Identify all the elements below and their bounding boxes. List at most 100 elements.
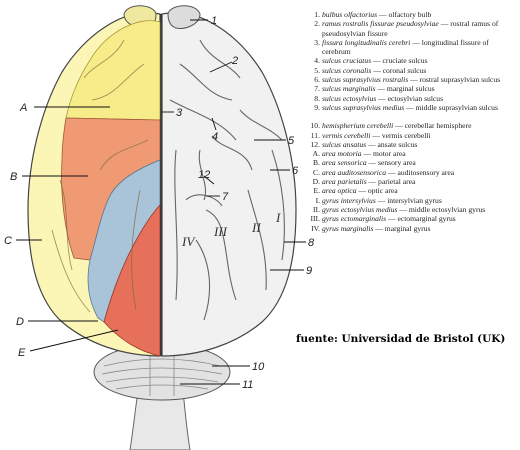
legend-description: — marginal gyrus <box>373 223 431 233</box>
label-3: 3 <box>176 107 183 119</box>
label-1: 1 <box>211 15 217 27</box>
right-sulci <box>169 39 285 321</box>
label-b: B <box>10 171 17 183</box>
legend-entry: 12.sulcus ansatus — ansate sulcus <box>306 140 518 149</box>
legend-entry: 4.sulcus cruciatus — cruciate sulcus <box>306 56 518 65</box>
legend-key: IV. <box>311 223 320 233</box>
legend-term: area sensorica <box>322 158 367 168</box>
legend-entry: 8.sulcus ectosylvius — ectosylvian sulcu… <box>306 94 518 103</box>
legend-term: fissura longitudinalis cerebri <box>322 37 411 47</box>
legend-term: gyrus intersylvius <box>322 195 376 205</box>
legend-entry: A.area motoria — motor area <box>306 149 518 158</box>
label-2: 2 <box>231 55 238 67</box>
legend-description: — longitudinal fissure of cerebrum <box>322 37 489 57</box>
legend-description: — ectosylvian sulcus <box>376 93 444 103</box>
legend-key: 8. <box>314 93 320 103</box>
legend-key: 3. <box>314 37 320 47</box>
legend-description: — optic area <box>356 186 398 196</box>
olfactory-bulb <box>167 5 201 29</box>
label-10: 10 <box>252 361 265 373</box>
legend-term: sulcus suprasylvius rostralis <box>322 75 409 85</box>
legend-description: — parietal area <box>366 177 416 187</box>
legend-description: — vermis cerebelli <box>370 130 431 140</box>
legend-description: — middle ectosylvian gyrus <box>397 204 486 214</box>
legend-description: — rostral suprasylvian sulcus <box>408 75 501 85</box>
label-a: A <box>19 102 27 114</box>
legend-description: — middle suprasylvian sulcus <box>404 102 498 112</box>
legend-term: area auditosensorica <box>322 167 387 177</box>
legend-entry: I.gyrus intersylvius — intersylvian gyru… <box>306 196 518 205</box>
legend-term: area parietalis <box>322 177 367 187</box>
legend-term: gyrus ectosylvius medius <box>322 204 398 214</box>
legend-entry: D.area parietalis — parietal area <box>306 177 518 186</box>
legend-entry: C.area auditosensorica — auditosensory a… <box>306 168 518 177</box>
legend-entry: 3.fissura longitudinalis cerebri — longi… <box>306 38 518 57</box>
legend-entry: 11.vermis cerebelli — vermis cerebelli <box>306 131 518 140</box>
legend-description: — motor area <box>361 149 406 159</box>
legend-key: III. <box>310 214 321 224</box>
legend-description: — ectomarginal gyrus <box>386 214 456 224</box>
legend-term: gyrus ectomarginalis <box>322 214 387 224</box>
legend-description: — intersylvian gyrus <box>375 195 442 205</box>
legend-key: 9. <box>314 102 320 112</box>
legend-description: — auditosensory area <box>386 167 455 177</box>
legend-entry: 10.hemispherium cerebelli — cerebellar h… <box>306 121 518 130</box>
legend-term: ramus rostralis fissurae pseudosylviae <box>322 19 439 29</box>
legend-term: sulcus suprasylvius medius <box>322 102 405 112</box>
gyrus-label-iii: III <box>213 224 228 239</box>
cerebellum <box>93 343 231 401</box>
legend-term: hemispherium cerebelli <box>322 121 394 131</box>
legend-entry: IV.gyrus marginalis — marginal gyrus <box>306 224 518 233</box>
left-sulci <box>51 39 149 313</box>
legend-key: II. <box>313 204 320 214</box>
legend-entry: 1.bulbus olfactorius — olfactory bulb <box>306 10 518 19</box>
label-c: C <box>4 235 12 247</box>
legend-term: area motoria <box>322 149 362 159</box>
legend-entry: 2.ramus rostralis fissurae pseudosylviae… <box>306 19 518 38</box>
label-11: 11 <box>242 379 253 391</box>
legend-key: 11. <box>310 130 320 140</box>
legend-key: 12. <box>310 139 321 149</box>
label-7: 7 <box>222 191 229 203</box>
legend-group-areas: 10.hemispherium cerebelli — cerebellar h… <box>306 121 518 233</box>
legend-entry: 6.sulcus suprasylvius rostralis — rostra… <box>306 75 518 84</box>
legend-key: C. <box>313 167 320 177</box>
legend-entry: 5.sulcus coronalis — coronal sulcus <box>306 66 518 75</box>
legend-entry: 7.sulcus marginalis — marginal sulcus <box>306 84 518 93</box>
legend-key: 7. <box>314 84 320 94</box>
legend-entry: E.area optica — optic area <box>306 186 518 195</box>
legend-entry: B.area sensorica — sensory area <box>306 158 518 167</box>
label-4: 4 <box>212 131 218 143</box>
legend-key: I. <box>315 195 320 205</box>
legend-key: A. <box>312 149 320 159</box>
legend-description: — rostral ramus of pseudosylvian fissure <box>322 19 499 38</box>
right-callouts: 1 2 3 4 5 6 7 8 9 10 11 12 <box>162 15 315 391</box>
legend-term: area optica <box>322 186 357 196</box>
legend-description: — cerebellar hemisphere <box>393 121 472 131</box>
right-hemisphere <box>161 12 297 357</box>
label-d: D <box>16 316 24 328</box>
gyrus-label-ii: II <box>251 220 261 235</box>
legend-term: sulcus ectosylvius <box>322 93 377 103</box>
legend-key: 2. <box>314 19 320 29</box>
label-12: 12 <box>198 169 210 181</box>
legend-term: gyrus marginalis <box>322 223 374 233</box>
legend-key: E. <box>313 186 320 196</box>
label-6: 6 <box>292 165 299 177</box>
legend-description: — cruciate sulcus <box>371 56 428 66</box>
gyrus-label-i: I <box>275 210 281 225</box>
legend-term: sulcus ansatus <box>322 139 367 149</box>
legend-description: — coronal sulcus <box>371 65 427 75</box>
legend-term: vermis cerebelli <box>322 130 371 140</box>
source-credit: fuente: Universidad de Bristol (UK) <box>296 333 506 345</box>
legend-key: 5. <box>314 65 320 75</box>
legend-key: 10. <box>310 121 321 131</box>
left-callouts: A B C D E <box>4 102 119 359</box>
legend-term: sulcus marginalis <box>322 84 376 94</box>
legend-key: 6. <box>314 75 320 85</box>
label-9: 9 <box>306 265 312 277</box>
legend-entry: III.gyrus ectomarginalis — ectomarginal … <box>306 214 518 223</box>
